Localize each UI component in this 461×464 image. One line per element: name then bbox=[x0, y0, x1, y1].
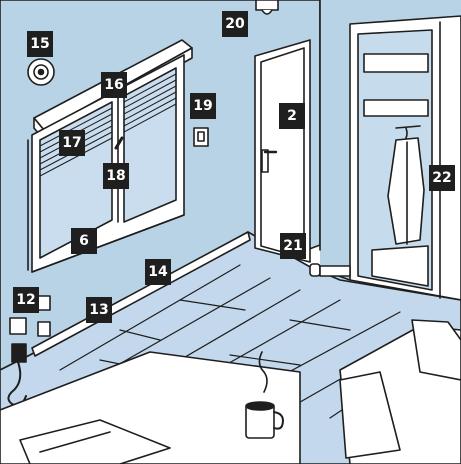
callout-2: 2 bbox=[279, 103, 305, 129]
callout-19: 19 bbox=[190, 93, 216, 119]
skirting-board bbox=[31, 231, 251, 357]
door-stopper-icon bbox=[309, 263, 321, 277]
callout-12: 12 bbox=[13, 287, 39, 313]
power-socket-icon bbox=[9, 295, 51, 363]
callout-18: 18 bbox=[103, 163, 129, 189]
wall-switch-icon bbox=[193, 127, 209, 147]
wall-dial-icon bbox=[27, 58, 55, 86]
callout-14: 14 bbox=[145, 259, 171, 285]
table-icon bbox=[0, 351, 301, 464]
door-icon bbox=[254, 39, 311, 263]
callout-15: 15 bbox=[27, 31, 53, 57]
coat-icon bbox=[387, 125, 425, 245]
callout-21: 21 bbox=[280, 233, 306, 259]
ceiling-sensor-icon bbox=[255, 0, 279, 15]
callout-16: 16 bbox=[101, 72, 127, 98]
callout-22: 22 bbox=[429, 165, 455, 191]
callout-13: 13 bbox=[86, 297, 112, 323]
callout-6: 6 bbox=[71, 228, 97, 254]
coffee-mug-icon bbox=[245, 351, 284, 439]
callout-20: 20 bbox=[222, 11, 248, 37]
sofa-icon bbox=[339, 319, 461, 464]
callout-17: 17 bbox=[59, 130, 85, 156]
